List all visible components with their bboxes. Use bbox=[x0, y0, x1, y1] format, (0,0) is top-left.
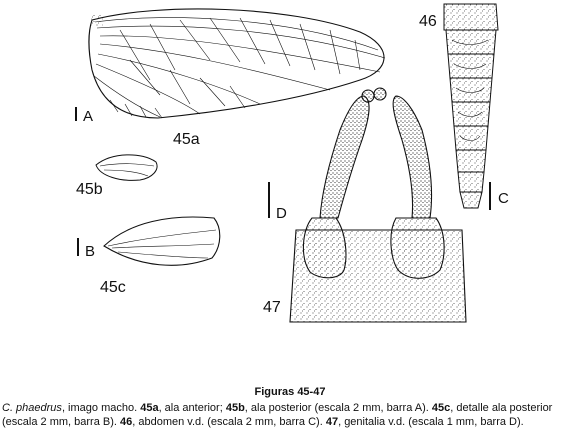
caption-figure-ref: 45a bbox=[140, 402, 159, 414]
caption-segment: , detalle ala posterior (escala 2 mm, ba… bbox=[2, 402, 553, 428]
caption-figure-ref: 45b bbox=[225, 402, 245, 414]
caption-figure-ref: 47 bbox=[325, 416, 339, 428]
figure-plate: 45a 45b 45c 46 47 A B C D bbox=[75, 3, 509, 323]
label-bar-a: A bbox=[83, 108, 93, 125]
label-45b: 45b bbox=[76, 181, 103, 198]
caption-segment: , abdomen v.d. (escala 2 mm, barra C). bbox=[132, 416, 326, 428]
caption-figure-ref: 46 bbox=[119, 416, 133, 428]
label-46: 46 bbox=[419, 13, 437, 30]
label-47: 47 bbox=[263, 299, 281, 316]
genitalia-drawing bbox=[289, 87, 467, 323]
forewing-drawing bbox=[88, 8, 386, 119]
caption-figure-ref: 45c bbox=[431, 402, 451, 414]
caption-segment: , ala anterior; bbox=[158, 402, 226, 414]
caption-segment: , ala posterior (escala 2 mm, barra A). bbox=[244, 402, 432, 414]
hindwing-drawing bbox=[95, 154, 158, 181]
caption-text: , imago macho. 45a, ala anterior; 45b, a… bbox=[2, 402, 552, 428]
caption-species: C. phaedrus bbox=[2, 402, 62, 414]
caption-body: C. phaedrus, imago macho. 45a, ala anter… bbox=[2, 401, 578, 429]
label-45a: 45a bbox=[173, 131, 200, 148]
caption-segment: , imago macho. bbox=[61, 402, 141, 414]
label-bar-c: C bbox=[498, 190, 509, 207]
label-bar-d: D bbox=[276, 205, 287, 222]
label-bar-b: B bbox=[85, 243, 95, 260]
caption-segment: , genitalia v.d. (escala 1 mm, barra D). bbox=[338, 416, 524, 428]
label-45c: 45c bbox=[100, 279, 126, 296]
abdomen-drawing bbox=[443, 3, 499, 209]
caption-title: Figuras 45-47 bbox=[254, 386, 326, 398]
figure-caption: Figuras 45-47 C. phaedrus, imago macho. … bbox=[0, 380, 580, 439]
hindwing-detail-drawing bbox=[103, 216, 221, 266]
